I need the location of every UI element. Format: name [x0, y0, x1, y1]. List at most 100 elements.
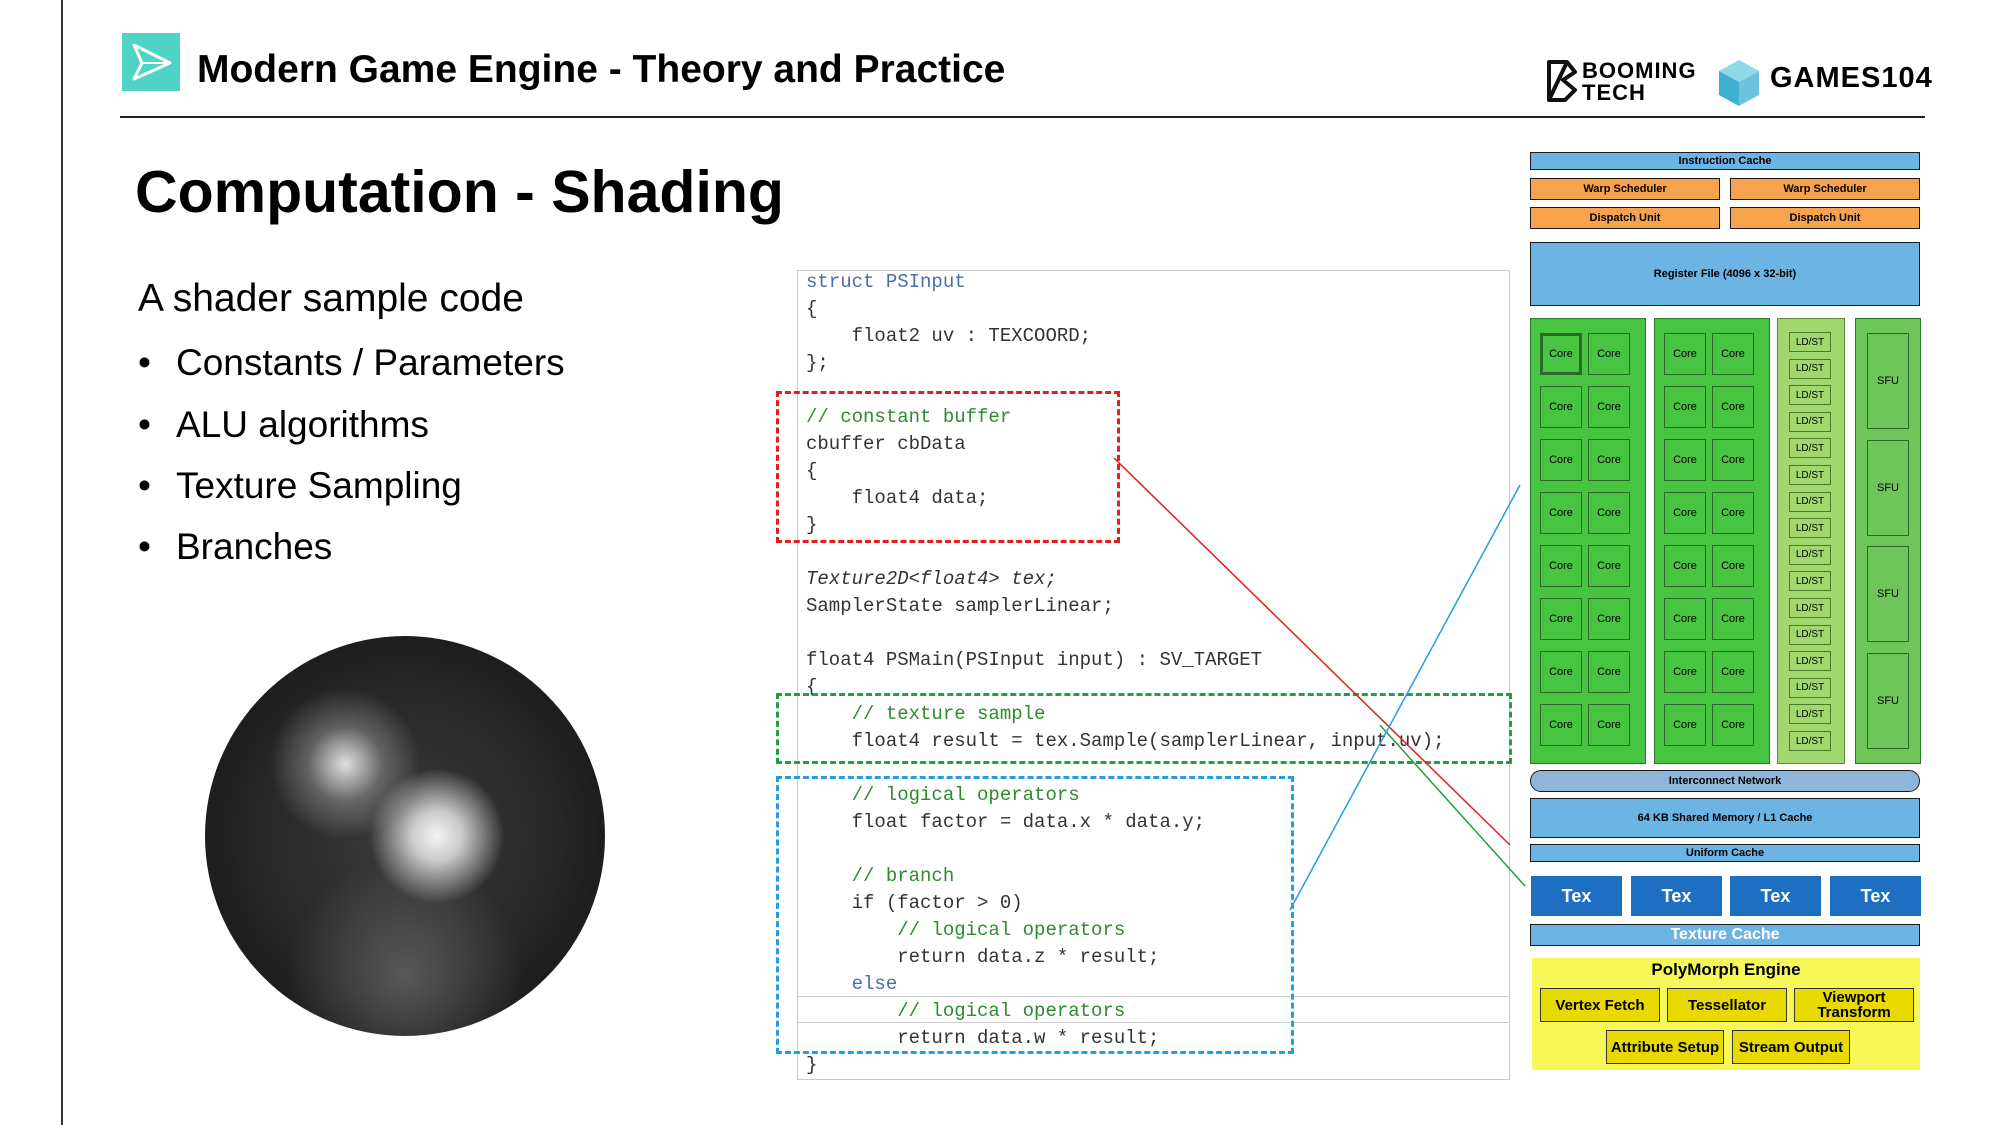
code-line: }	[806, 1054, 818, 1076]
games104-wordmark: GAMES104	[1770, 62, 1933, 94]
texture-cache-bar: Texture Cache	[1530, 924, 1920, 946]
core-unit: Core	[1712, 386, 1754, 428]
constant-buffer-highlight	[776, 391, 1120, 543]
logic-branch-highlight	[776, 776, 1294, 1054]
bullet-text: Constants / Parameters	[176, 342, 565, 383]
ldst-unit: LD/ST	[1789, 385, 1831, 406]
interconnect-network-bar: Interconnect Network	[1530, 770, 1920, 792]
booming-tech-logo-icon	[1547, 60, 1577, 102]
core-unit: Core	[1588, 598, 1630, 640]
texture-connector-line	[1379, 724, 1526, 887]
viewport-transform-block: Viewport Transform	[1794, 988, 1914, 1022]
register-file-block: Register File (4096 x 32-bit)	[1530, 242, 1920, 306]
shared-memory-block: 64 KB Shared Memory / L1 Cache	[1530, 798, 1920, 838]
ldst-unit: LD/ST	[1789, 358, 1831, 379]
code-line: else	[806, 973, 898, 995]
tex-unit: Tex	[1730, 876, 1821, 916]
sfu-unit: SFU	[1867, 652, 1909, 749]
core-unit: Core	[1540, 439, 1582, 481]
bullet-text: ALU algorithms	[176, 404, 429, 445]
uniform-cache-bar: Uniform Cache	[1530, 844, 1920, 862]
code-line: // texture sample	[806, 703, 1046, 725]
code-line: cbuffer cbData	[806, 433, 966, 455]
tex-unit: Tex	[1531, 876, 1622, 916]
gpu-sm-diagram: Instruction Cache Warp Scheduler Warp Sc…	[1530, 150, 1922, 1072]
current-line-highlight-top	[797, 996, 1508, 997]
core-unit: Core	[1540, 704, 1582, 746]
code-line: // logical operators	[806, 1000, 1126, 1022]
slide-subtitle: A shader sample code	[138, 277, 524, 320]
core-unit: Core	[1712, 598, 1754, 640]
metal-sphere-render	[205, 636, 605, 1036]
booming-tech-logo	[1545, 58, 1579, 109]
core-unit: Core	[1540, 492, 1582, 534]
core-unit: Core	[1664, 333, 1706, 375]
code-line: return data.z * result;	[806, 946, 1160, 968]
code-line: // logical operators	[806, 919, 1126, 941]
ldst-unit: LD/ST	[1789, 624, 1831, 645]
ldst-unit: LD/ST	[1789, 332, 1831, 352]
vertex-fetch-block: Vertex Fetch	[1540, 988, 1660, 1022]
core-unit: Core	[1664, 386, 1706, 428]
core-unit: Core	[1540, 386, 1582, 428]
paper-plane-logo-icon	[122, 33, 180, 91]
tex-unit: Tex	[1830, 876, 1921, 916]
core-column-1	[1530, 318, 1646, 764]
dispatch-unit-right: Dispatch Unit	[1730, 207, 1920, 229]
core-unit: Core	[1712, 651, 1754, 693]
shader-code-panel	[797, 270, 1510, 1080]
core-unit: Core	[1712, 333, 1754, 375]
header-divider	[120, 116, 1925, 118]
ldst-unit: LD/ST	[1789, 544, 1831, 565]
core-unit: Core	[1540, 651, 1582, 693]
core-unit: Core	[1664, 598, 1706, 640]
core-unit: Core	[1588, 545, 1630, 587]
course-title: Modern Game Engine - Theory and Practice	[197, 48, 1006, 91]
code-line: }	[806, 514, 818, 536]
code-line: // constant buffer	[806, 406, 1012, 428]
sfu-unit: SFU	[1867, 333, 1909, 429]
warp-scheduler-left: Warp Scheduler	[1530, 178, 1720, 200]
core-unit: Core	[1664, 651, 1706, 693]
core-unit: Core	[1712, 704, 1754, 746]
core-unit: Core	[1712, 545, 1754, 587]
ldst-unit: LD/ST	[1789, 731, 1831, 751]
ldst-unit: LD/ST	[1789, 518, 1831, 539]
core-unit: Core	[1712, 439, 1754, 481]
core-unit: Core	[1664, 545, 1706, 587]
ldst-unit: LD/ST	[1789, 411, 1831, 432]
core-unit: Core	[1540, 598, 1582, 640]
warp-scheduler-right: Warp Scheduler	[1730, 178, 1920, 200]
ldst-unit: LD/ST	[1789, 651, 1831, 672]
code-line: return data.w * result;	[806, 1027, 1160, 1049]
stream-output-block: Stream Output	[1732, 1030, 1850, 1064]
tech-word: TECH	[1582, 80, 1646, 105]
tessellator-block: Tessellator	[1667, 988, 1787, 1022]
code-line: float4 result = tex.Sample(samplerLinear…	[806, 730, 1445, 752]
logic-connector-line	[1289, 484, 1521, 911]
bullet-text: Texture Sampling	[176, 465, 462, 506]
code-line: if (factor > 0)	[806, 892, 1023, 914]
code-line: {	[806, 460, 818, 482]
code-line: // branch	[806, 865, 955, 887]
core-unit: Core	[1540, 545, 1582, 587]
core-unit: Core	[1712, 492, 1754, 534]
code-line: {	[806, 298, 818, 320]
core-unit: Core	[1588, 439, 1630, 481]
bullet-item: •ALU algorithms	[138, 404, 429, 445]
attribute-setup-block: Attribute Setup	[1606, 1030, 1724, 1064]
code-line: float4 data;	[806, 487, 989, 509]
code-line: float4 PSMain(PSInput input) : SV_TARGET	[806, 649, 1263, 671]
sfu-unit: SFU	[1867, 439, 1909, 536]
bullet-text: Branches	[176, 526, 333, 567]
ldst-unit: LD/ST	[1789, 677, 1831, 698]
core-unit: Core	[1588, 651, 1630, 693]
booming-tech-wordmark: BOOMING TECH	[1582, 60, 1697, 104]
bullet-item: •Texture Sampling	[138, 465, 462, 506]
core-unit: Core	[1664, 704, 1706, 746]
sfu-unit: SFU	[1867, 546, 1909, 642]
code-line: };	[806, 352, 829, 374]
ldst-unit: LD/ST	[1789, 571, 1831, 592]
core-unit: Core	[1588, 386, 1630, 428]
